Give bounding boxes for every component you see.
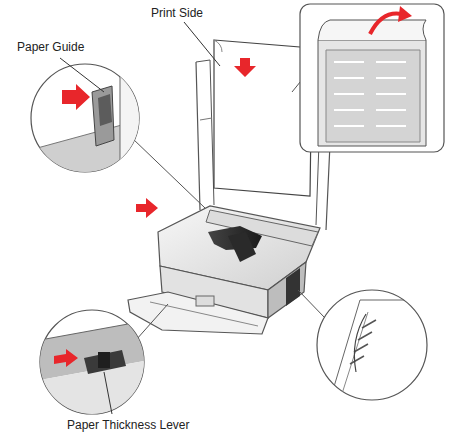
part-label: Paper Guide — [16, 40, 85, 54]
part-label: Paper Thickness Lever — [66, 418, 191, 432]
part-label: Print Side — [150, 6, 204, 20]
